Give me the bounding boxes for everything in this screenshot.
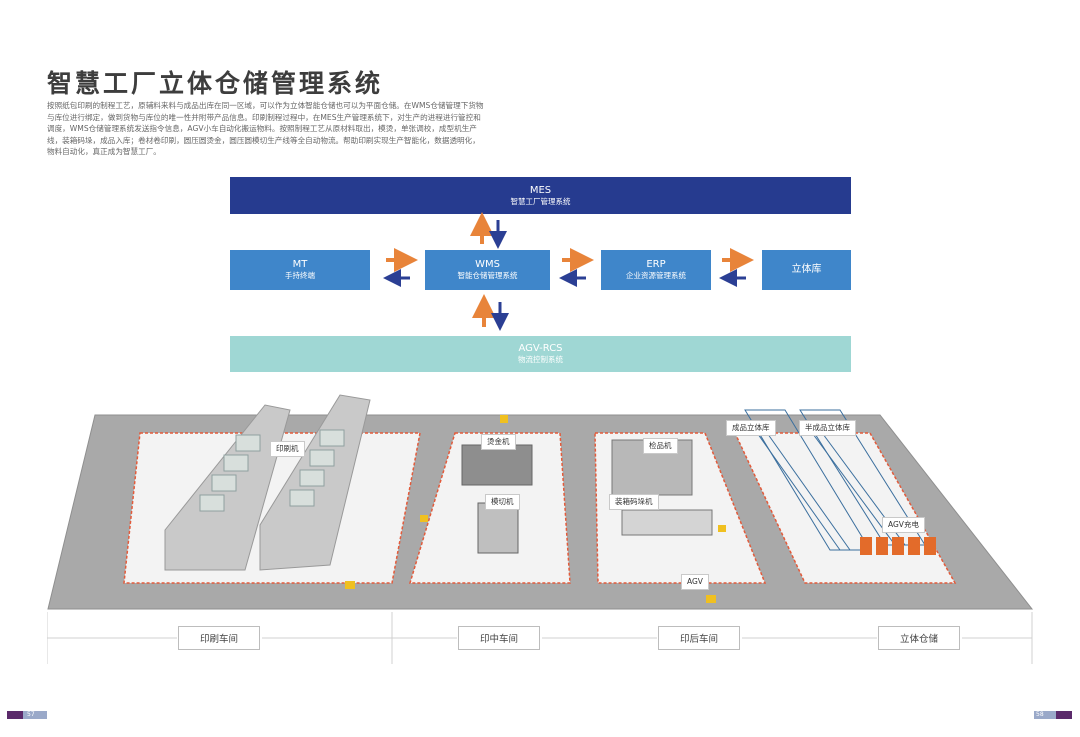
rcs-sub: 物流控制系统 bbox=[518, 355, 563, 364]
workshop-printing: 印刷车间 bbox=[178, 626, 260, 650]
workshop-post-print: 印后车间 bbox=[658, 626, 740, 650]
agv-charging-stations bbox=[860, 537, 936, 555]
page-marker-left bbox=[7, 711, 23, 719]
wms-rcs-arrows bbox=[472, 294, 509, 331]
workshop-divider-lines bbox=[47, 612, 1033, 664]
intro-paragraph: 按照纸包印刷的制程工艺，原辅料来料与成品出库在同一区域，可以作为立体智能仓储也可… bbox=[47, 101, 484, 156]
label-inspection: 检品机 bbox=[643, 438, 678, 454]
erp-ltk-arrows bbox=[719, 248, 754, 287]
factory-floor-illustration bbox=[47, 394, 1034, 610]
rcs-name: AGV-RCS bbox=[518, 343, 563, 354]
agv-vehicles bbox=[345, 415, 726, 603]
label-gold-stamping: 烫金机 bbox=[481, 434, 516, 450]
erp-box: ERP 企业资源管理系统 bbox=[601, 250, 711, 290]
mt-box: MT 手持终端 bbox=[230, 250, 370, 290]
mes-wms-arrows bbox=[470, 212, 507, 249]
label-printing-press: 印刷机 bbox=[270, 441, 305, 457]
page-number-left: 57 bbox=[23, 711, 47, 719]
inspection-packing-machines bbox=[611, 439, 713, 536]
mes-name: MES bbox=[529, 184, 552, 196]
wms-name: WMS bbox=[475, 259, 500, 270]
label-semi-finished-warehouse: 半成品立体库 bbox=[799, 420, 856, 436]
mes-sub: 智慧工厂管理系统 bbox=[510, 196, 571, 206]
page-title: 智慧工厂立体仓储管理系统 bbox=[47, 69, 384, 98]
erp-name: ERP bbox=[646, 259, 666, 270]
erp-sub: 企业资源管理系统 bbox=[626, 271, 686, 280]
wms-sub: 智能仓储管理系统 bbox=[457, 271, 518, 280]
mt-wms-arrows bbox=[383, 248, 418, 287]
wms-erp-arrows bbox=[559, 248, 594, 287]
label-agv: AGV bbox=[681, 574, 709, 590]
workshop-mid-print: 印中车间 bbox=[458, 626, 540, 650]
wms-box: WMS 智能仓储管理系统 bbox=[425, 250, 550, 290]
mt-name: MT bbox=[292, 259, 308, 270]
workshop-warehouse: 立体仓储 bbox=[878, 626, 960, 650]
label-agv-charging: AGV充电 bbox=[882, 517, 925, 533]
mes-box: MES 智慧工厂管理系统 bbox=[230, 177, 851, 214]
page-number-right: 58 bbox=[1034, 711, 1056, 719]
agv-rcs-box: AGV-RCS 物流控制系统 bbox=[230, 336, 851, 372]
stamping-die-machines bbox=[461, 444, 533, 554]
label-packing-palletizer: 装箱码垛机 bbox=[609, 494, 659, 510]
page-marker-right bbox=[1056, 711, 1072, 719]
ltk-box: 立体库 bbox=[762, 250, 851, 290]
printing-press-machines bbox=[164, 394, 371, 571]
label-die-cutting: 模切机 bbox=[485, 494, 520, 510]
ltk-name: 立体库 bbox=[791, 264, 822, 275]
mt-sub: 手持终端 bbox=[285, 271, 315, 280]
label-finished-warehouse: 成品立体库 bbox=[726, 420, 776, 436]
